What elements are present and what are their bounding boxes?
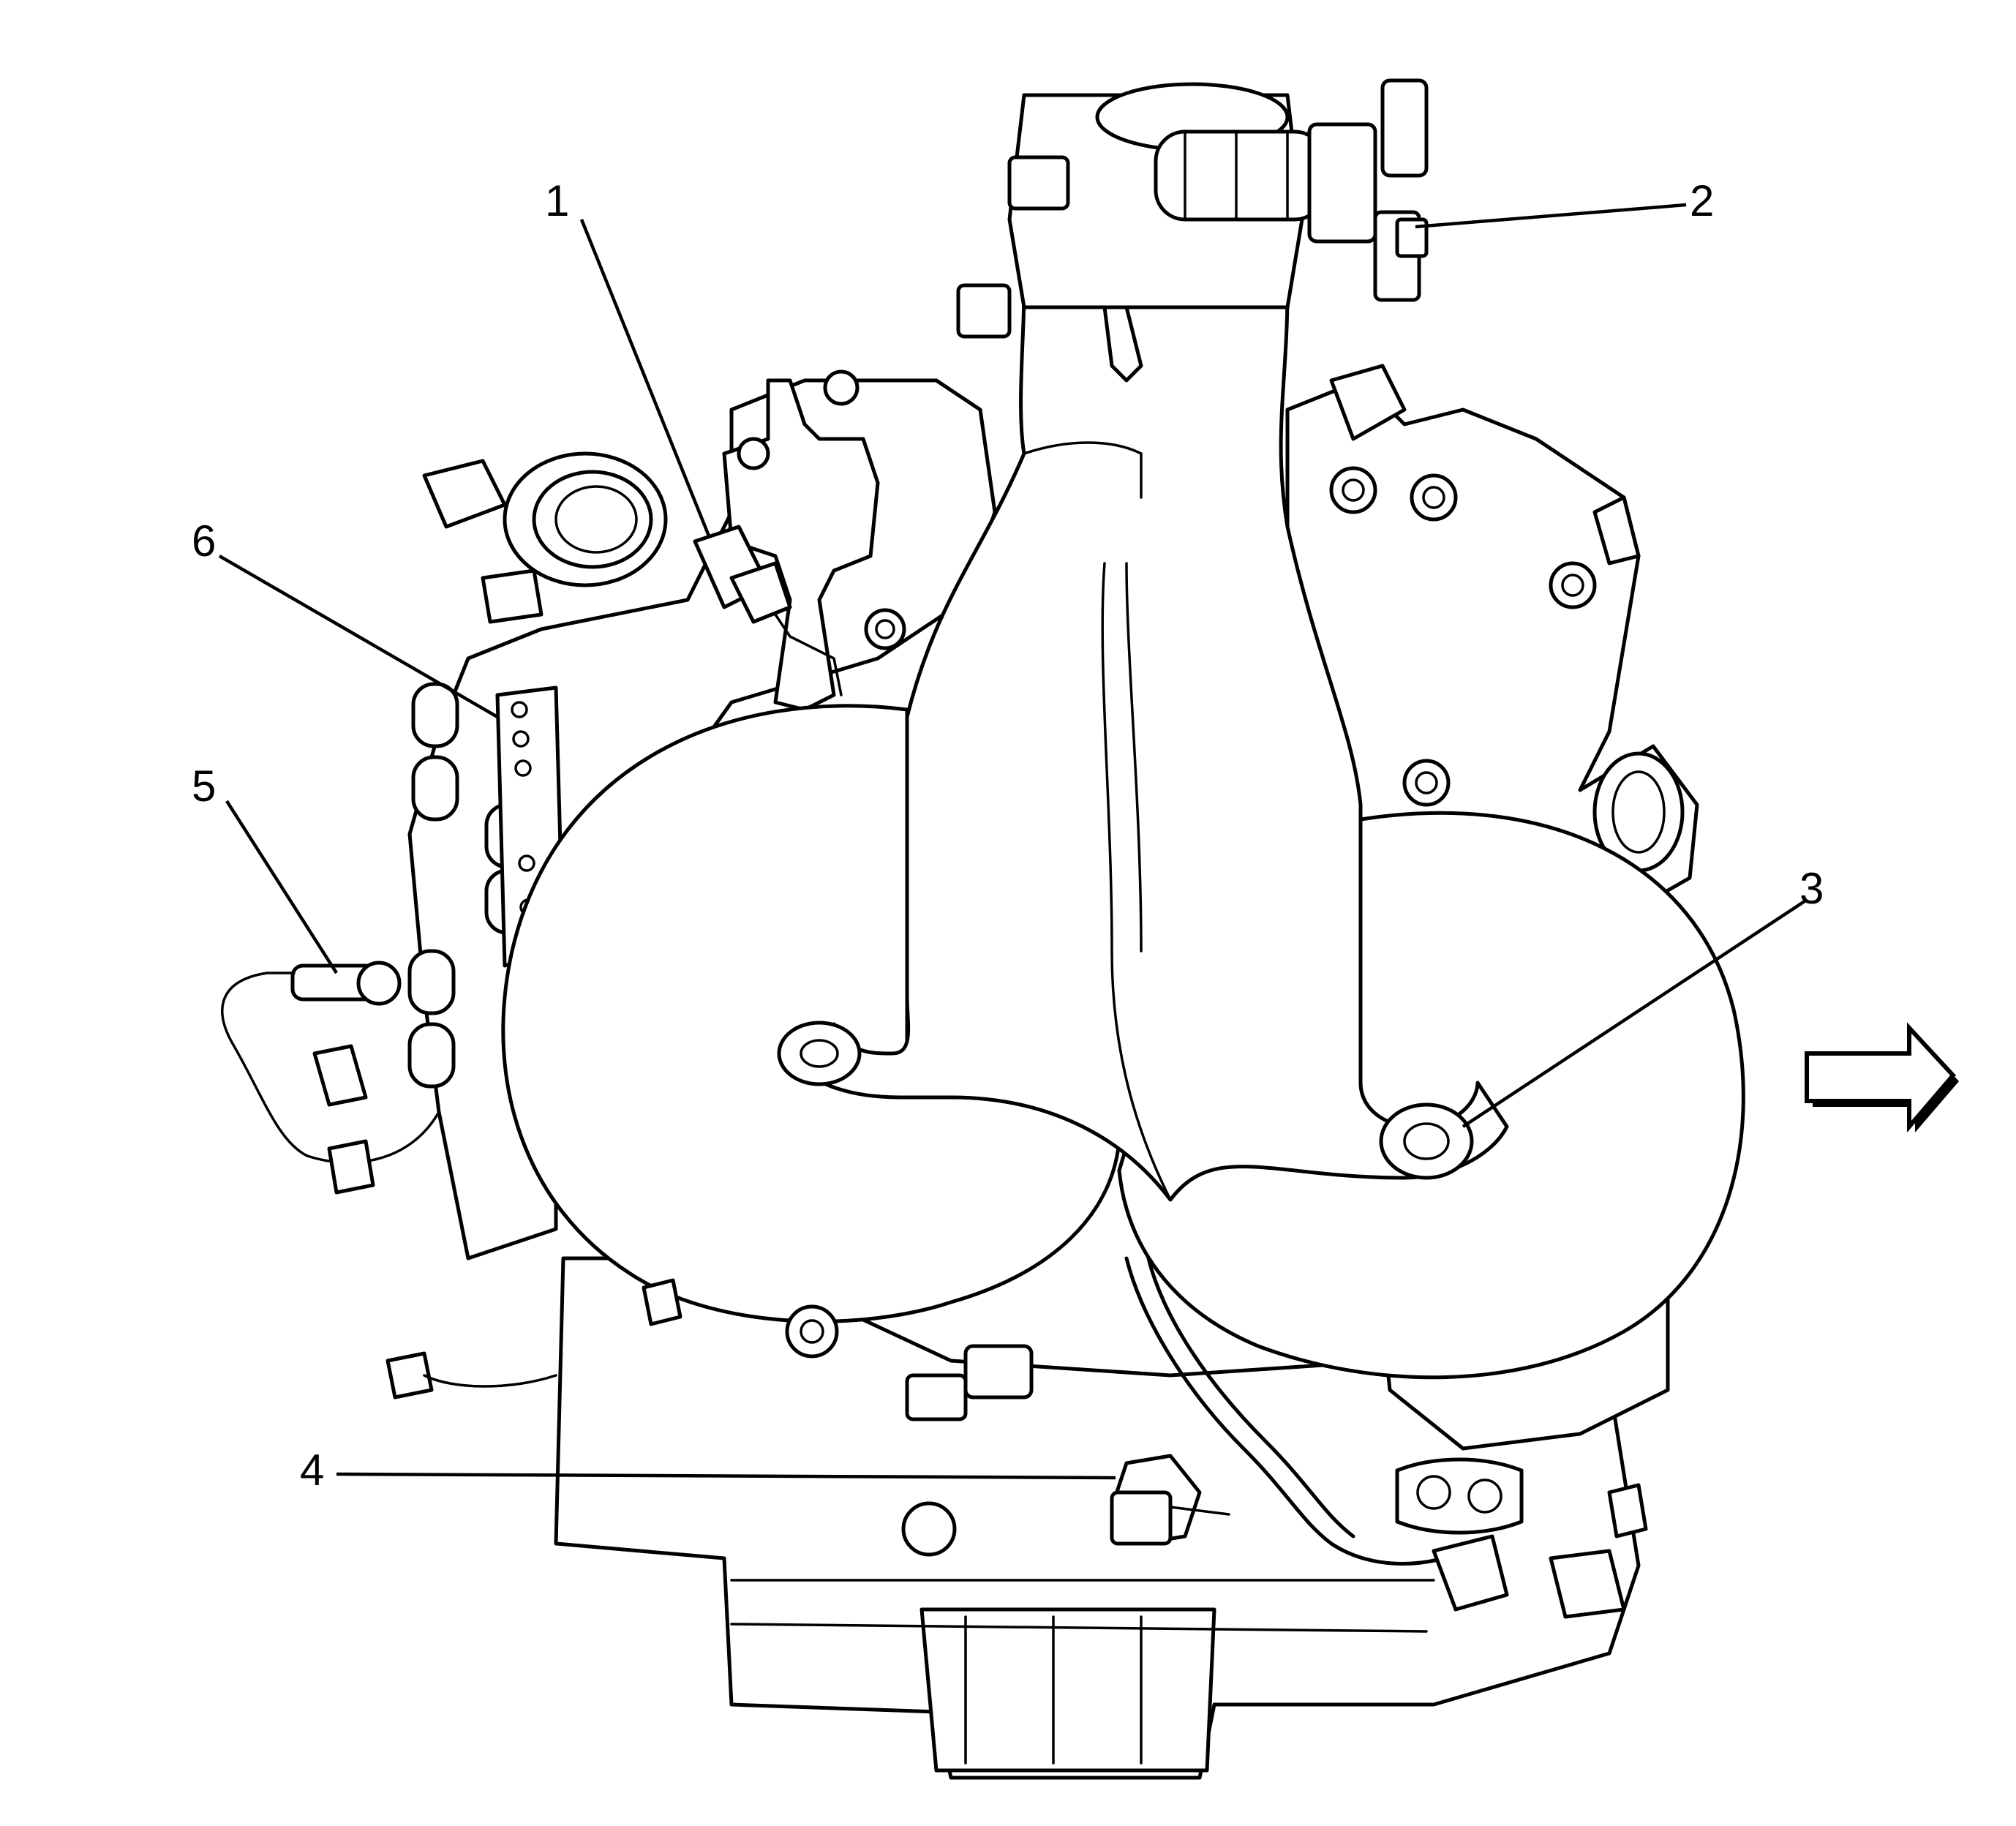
leader-line-3 xyxy=(1462,898,1808,1128)
wire-harness xyxy=(1124,1256,1465,1566)
engine-block-lower xyxy=(554,1256,1641,1780)
callout-6: 6 xyxy=(192,516,216,566)
leader-line-2 xyxy=(1415,203,1687,229)
left-intake-fitting xyxy=(422,451,668,624)
forward-arrow-icon xyxy=(1805,1022,1959,1133)
intake-plenum-right xyxy=(1117,811,1745,1380)
oxygen-sensor xyxy=(221,961,440,1195)
knock-sensor xyxy=(1110,1454,1230,1546)
plenum-boss-left xyxy=(777,1021,862,1086)
intake-plenum-left xyxy=(501,704,1121,1323)
callout-labels: 1 2 3 4 5 6 xyxy=(192,176,1824,1495)
callout-5: 5 xyxy=(192,762,216,811)
leader-line-5 xyxy=(225,800,338,974)
intake-tube xyxy=(788,290,1509,1202)
leader-line-4 xyxy=(336,1472,1116,1480)
throttle-actuator xyxy=(1154,78,1429,302)
callout-3: 3 xyxy=(1799,864,1824,913)
leader-line-1 xyxy=(579,219,712,538)
leader-line-6 xyxy=(218,555,499,718)
callout-2: 2 xyxy=(1690,176,1714,225)
leader-lines xyxy=(218,203,1808,1480)
sensor-connector-1 xyxy=(693,525,843,696)
plenum-mounting-boss xyxy=(1379,1102,1474,1180)
callout-1: 1 xyxy=(545,176,569,225)
engine-illustration xyxy=(221,78,1745,1780)
callout-4: 4 xyxy=(300,1446,324,1495)
